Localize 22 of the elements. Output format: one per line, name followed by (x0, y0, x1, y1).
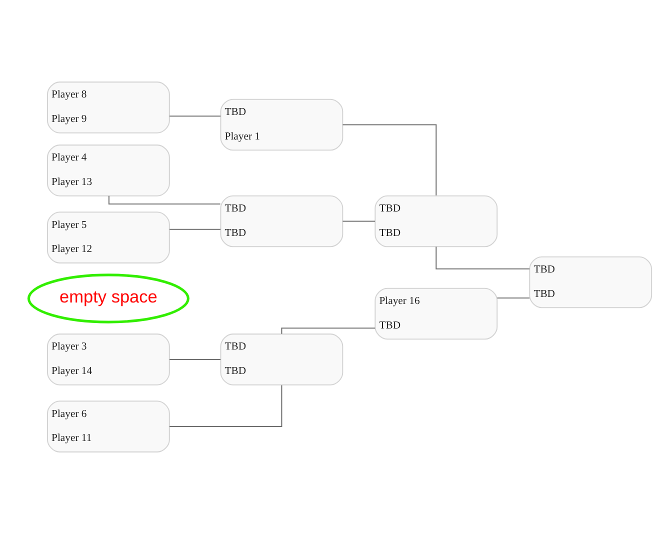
node-box: TBD TBD (374, 195, 498, 248)
connector (170, 385, 282, 428)
node-box: Player 5 Player 12 (46, 212, 170, 264)
connector (281, 328, 376, 334)
node-box: Player 6 Player 11 (46, 400, 170, 452)
node-box: TBD TBD (220, 334, 344, 386)
connector (170, 358, 221, 360)
connector (342, 220, 376, 222)
connector (436, 246, 530, 270)
node-ellipse: empty space (27, 274, 190, 324)
node-box: TBD TBD (220, 195, 344, 248)
connector (342, 124, 437, 196)
node-box: Player 3 Player 14 (46, 334, 170, 386)
node-box: Player 4 Player 13 (46, 144, 170, 196)
node-box: Player 8 Player 9 (46, 82, 170, 134)
node-box: Player 16 TBD (374, 288, 498, 340)
connector (108, 196, 220, 204)
node-box: TBD TBD (529, 256, 652, 308)
connector (170, 116, 221, 117)
connector (497, 297, 530, 298)
connector (170, 228, 221, 230)
node-box: TBD Player 1 (220, 98, 344, 151)
